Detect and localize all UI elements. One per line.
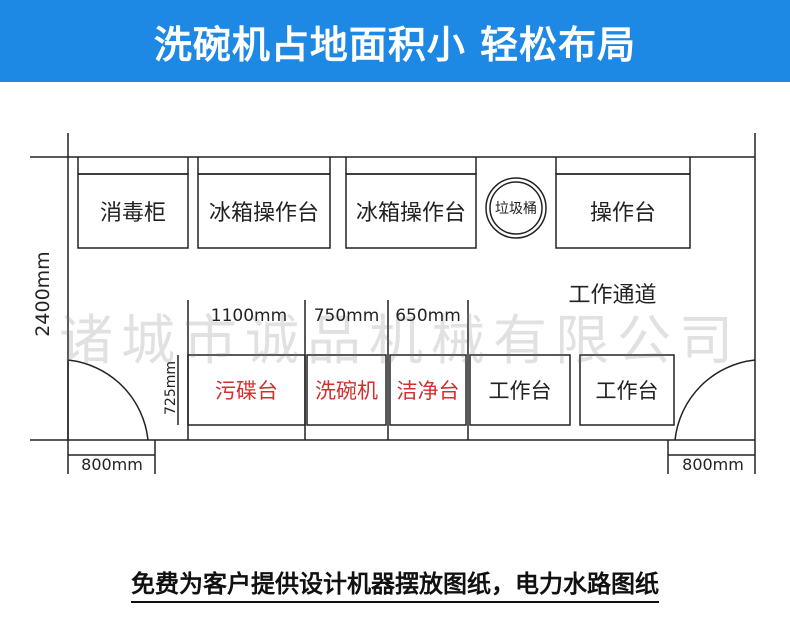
header-banner: 洗碗机占地面积小 轻松布局 — [0, 0, 790, 82]
label-work-table-1: 工作台 — [488, 379, 552, 403]
dim-door-left: 800mm — [81, 454, 143, 474]
dim-width-750: 750mm — [313, 306, 380, 326]
dim-height: 2400mm — [31, 249, 55, 339]
box-counter — [555, 173, 691, 249]
dim-door-right: 800mm — [682, 454, 744, 474]
page-title: 洗碗机占地面积小 轻松布局 — [153, 22, 637, 67]
box-dirty-dish-table — [187, 354, 306, 426]
footer: 免费为客户提供设计机器摆放图纸，电力水路图纸 — [0, 558, 790, 608]
label-disinfection-cabinet: 消毒柜 — [99, 201, 166, 226]
box-fridge-counter-2 — [345, 173, 477, 249]
trash-bin-outer — [485, 177, 547, 239]
dim-width-1100: 1100mm — [210, 306, 288, 326]
box-work-table-2 — [579, 354, 675, 426]
trash-bin-inner — [489, 181, 543, 235]
box-disinfection-cabinet — [77, 173, 189, 249]
box-work-table-1 — [469, 354, 571, 426]
label-work-table-2: 工作台 — [595, 379, 659, 403]
dim-depth-725-text: 725mm — [163, 361, 179, 415]
box-dishwasher — [306, 354, 387, 426]
door-arc-right — [674, 359, 756, 441]
dim-height-text: 2400mm — [32, 251, 54, 337]
door-arc-left — [67, 359, 149, 441]
label-dishwasher: 洗碗机 — [315, 379, 378, 403]
label-counter: 操作台 — [589, 201, 656, 226]
footer-text: 免费为客户提供设计机器摆放图纸，电力水路图纸 — [131, 564, 659, 603]
label-clean-table: 洁净台 — [396, 379, 460, 403]
dim-width-650: 650mm — [395, 306, 461, 326]
box-fridge-counter-1 — [197, 173, 331, 249]
label-fridge-counter-2: 冰箱操作台 — [355, 201, 466, 226]
label-fridge-counter-1: 冰箱操作台 — [208, 201, 319, 226]
label-trash-bin: 垃圾桶 — [495, 201, 537, 217]
dim-depth-725: 725mm — [161, 355, 181, 421]
label-dirty-dish-table: 污碟台 — [215, 379, 278, 403]
box-clean-table — [389, 354, 467, 426]
label-aisle: 工作通道 — [568, 283, 657, 308]
